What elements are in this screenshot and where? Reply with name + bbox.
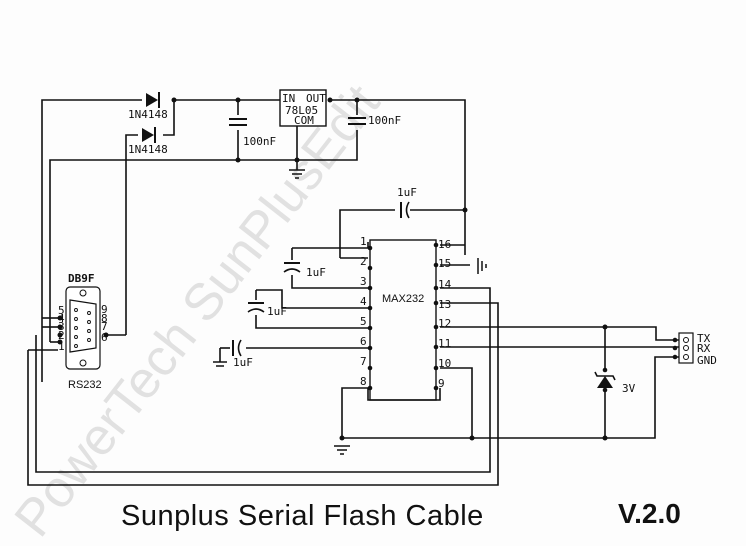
regulator-out-label: OUT	[306, 92, 326, 105]
ic-part-label: MAX232	[382, 293, 424, 305]
db9-name-label: DB9F	[68, 272, 95, 285]
ic-pin-label: 14	[438, 278, 452, 291]
ground-symbol-pin15	[477, 258, 487, 274]
regulator-part-label: 78L05	[285, 104, 318, 117]
db9-type-label: RS232	[68, 379, 102, 391]
zener-value-label: 3V	[622, 382, 636, 395]
zener-diode: 3V	[594, 367, 636, 395]
db9-pin-label: 7	[101, 320, 108, 333]
ic-pin-label: 13	[438, 298, 451, 311]
db9-pin-label: 3	[58, 320, 65, 333]
regulator-in-label: IN	[282, 92, 295, 105]
db9-pin-label: 9	[101, 303, 108, 316]
ic-pin-label: 5	[360, 315, 367, 328]
db9-pin-holes	[74, 308, 91, 348]
diode-d2: 1N4148	[128, 127, 168, 156]
header-pin-rx: RX	[697, 342, 711, 355]
capacitor-c2: 1uF	[283, 262, 326, 279]
ic-pin-label: 10	[438, 357, 451, 370]
ic-left-pins: 1 2 3 4 5 6 7 8	[360, 235, 367, 388]
capacitor-in: 100nF	[229, 118, 276, 148]
capacitor-c1-label: 1uF	[397, 186, 417, 199]
diode-d2-label: 1N4148	[128, 143, 168, 156]
ground-symbol-c4	[213, 348, 227, 367]
capacitor-c2-label: 1uF	[306, 266, 326, 279]
capacitor-c3: 1uF	[247, 302, 287, 318]
ic-pin-label: 8	[360, 375, 367, 388]
diode-d1-label: 1N4148	[128, 108, 168, 121]
junctions	[171, 97, 608, 441]
ic-right-pins: 16 15 14 13 12 11 10 9	[438, 238, 452, 390]
diode-d1: 1N4148	[128, 92, 168, 121]
ic-pin-label: 1	[360, 235, 367, 248]
capacitor-c3-label: 1uF	[267, 305, 287, 318]
db9-pin-label: 4	[58, 312, 65, 325]
ic-pin-label: 11	[438, 337, 451, 350]
ic-pin-label: 7	[360, 355, 367, 368]
ic-pin-label: 6	[360, 335, 367, 348]
ic-pin-label: 12	[438, 317, 451, 330]
db9-pin-label: 6	[101, 331, 108, 344]
ic-pin-label: 9	[438, 377, 445, 390]
ic-pin-label: 15	[438, 257, 451, 270]
capacitor-c4: 1uF	[220, 339, 253, 369]
db9-right-pin-labels: 9 8 7 6	[101, 303, 108, 344]
ic-max232: MAX232 1 2 3 4 5 6 7 8 16 15 14 13 12 11…	[360, 235, 452, 401]
ground-symbol-regulator	[289, 169, 305, 179]
ic-pin-label: 4	[360, 295, 367, 308]
regulator-com-label: COM	[294, 114, 314, 127]
header-pin-tx: TX	[697, 332, 711, 345]
ground-symbol-bottom	[334, 445, 350, 455]
db9-left-pin-labels: 5 4 3 2 1	[58, 304, 65, 353]
db9-pin-label: 2	[58, 329, 65, 342]
ic-pin-label: 2	[360, 255, 367, 268]
db9-connector: DB9F 5 4 3 2 1 9 8 7 6 RS232	[57, 272, 109, 391]
version-label: V.2.0	[618, 498, 681, 529]
capacitor-out-label: 100nF	[368, 114, 401, 127]
db9-pin-label: 1	[58, 340, 65, 353]
ic-pin-dots	[367, 242, 439, 391]
pin-header: TX RX GND	[672, 332, 717, 367]
regulator-78l05: IN OUT 78L05 COM	[279, 89, 327, 127]
db9-pin-label: 8	[101, 312, 108, 325]
db9-pin-label: 5	[58, 304, 65, 317]
capacitor-c1: 1uF	[397, 186, 417, 219]
ic-pin-label: 3	[360, 275, 367, 288]
ic-pin-label: 16	[438, 238, 451, 251]
capacitor-out: 100nF	[348, 114, 401, 127]
diagram-title: Sunplus Serial Flash Cable	[121, 500, 484, 532]
capacitor-c4-label: 1uF	[233, 356, 253, 369]
header-pin-gnd: GND	[697, 354, 717, 367]
capacitor-in-label: 100nF	[243, 135, 276, 148]
